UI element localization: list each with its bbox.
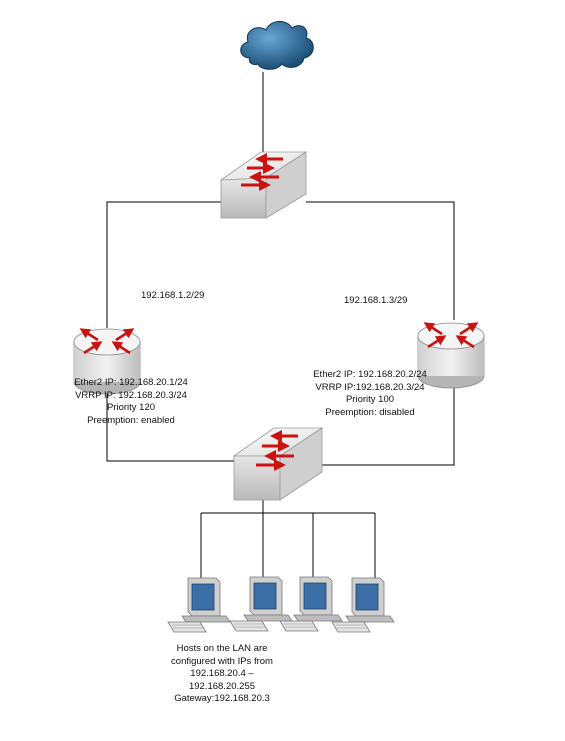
hosts-note-line-2: configured with IPs from — [171, 655, 273, 667]
left-router-preemption: Preemption: enabled — [87, 414, 175, 426]
link-top-switch-to-left-router — [106, 201, 221, 328]
hosts-note-line-4: 192.168.20.255 — [188, 680, 256, 692]
left-router-priority: Priority 120 — [106, 402, 156, 413]
right-wan-ip-label: 192.168.1.3/29 — [344, 295, 408, 306]
workstation-icon-3 — [279, 576, 343, 632]
hosts-note-line-3: 192.168.20.4 – — [190, 668, 254, 679]
right-router-preemption: Preemption: disabled — [325, 406, 415, 418]
hosts-note: Hosts on the LAN are configured with IPs… — [162, 643, 282, 706]
link-left-router-to-bottom-switch — [106, 392, 234, 462]
left-router-vrrp: VRRP IP: 192.168.20.3/24 — [75, 389, 187, 401]
right-router-ether2: Ether2 IP: 192.168.20.2/24 — [313, 369, 427, 380]
hosts-note-line-5: Gateway:192.168.20.3 — [174, 693, 270, 704]
connection-lines — [106, 72, 455, 592]
top-switch-icon — [219, 151, 308, 219]
hosts-note-line-1: Hosts on the LAN are — [176, 643, 268, 654]
workstation-icon-1 — [167, 577, 231, 633]
right-router-icon — [417, 322, 485, 389]
right-router-info: Ether2 IP: 192.168.20.2/24 VRRP IP:192.1… — [310, 369, 430, 419]
left-router-ether2: Ether2 IP: 192.168.20.1/24 — [74, 377, 188, 388]
workstation-icon-4 — [331, 577, 395, 633]
right-router-priority: Priority 100 — [345, 394, 395, 405]
bottom-switch-icon — [232, 427, 324, 501]
left-router-icon — [73, 328, 141, 395]
right-router-vrrp: VRRP IP:192.168.20.3/24 — [315, 381, 425, 393]
cloud-icon — [240, 21, 314, 70]
left-router-info: Ether2 IP: 192.168.20.1/24 VRRP IP: 192.… — [72, 377, 190, 427]
left-wan-ip-label: 192.168.1.2/29 — [141, 290, 205, 301]
workstation-icon-2 — [229, 576, 293, 632]
link-right-router-to-bottom-switch — [322, 386, 455, 466]
link-top-switch-to-right-router — [306, 201, 455, 320]
